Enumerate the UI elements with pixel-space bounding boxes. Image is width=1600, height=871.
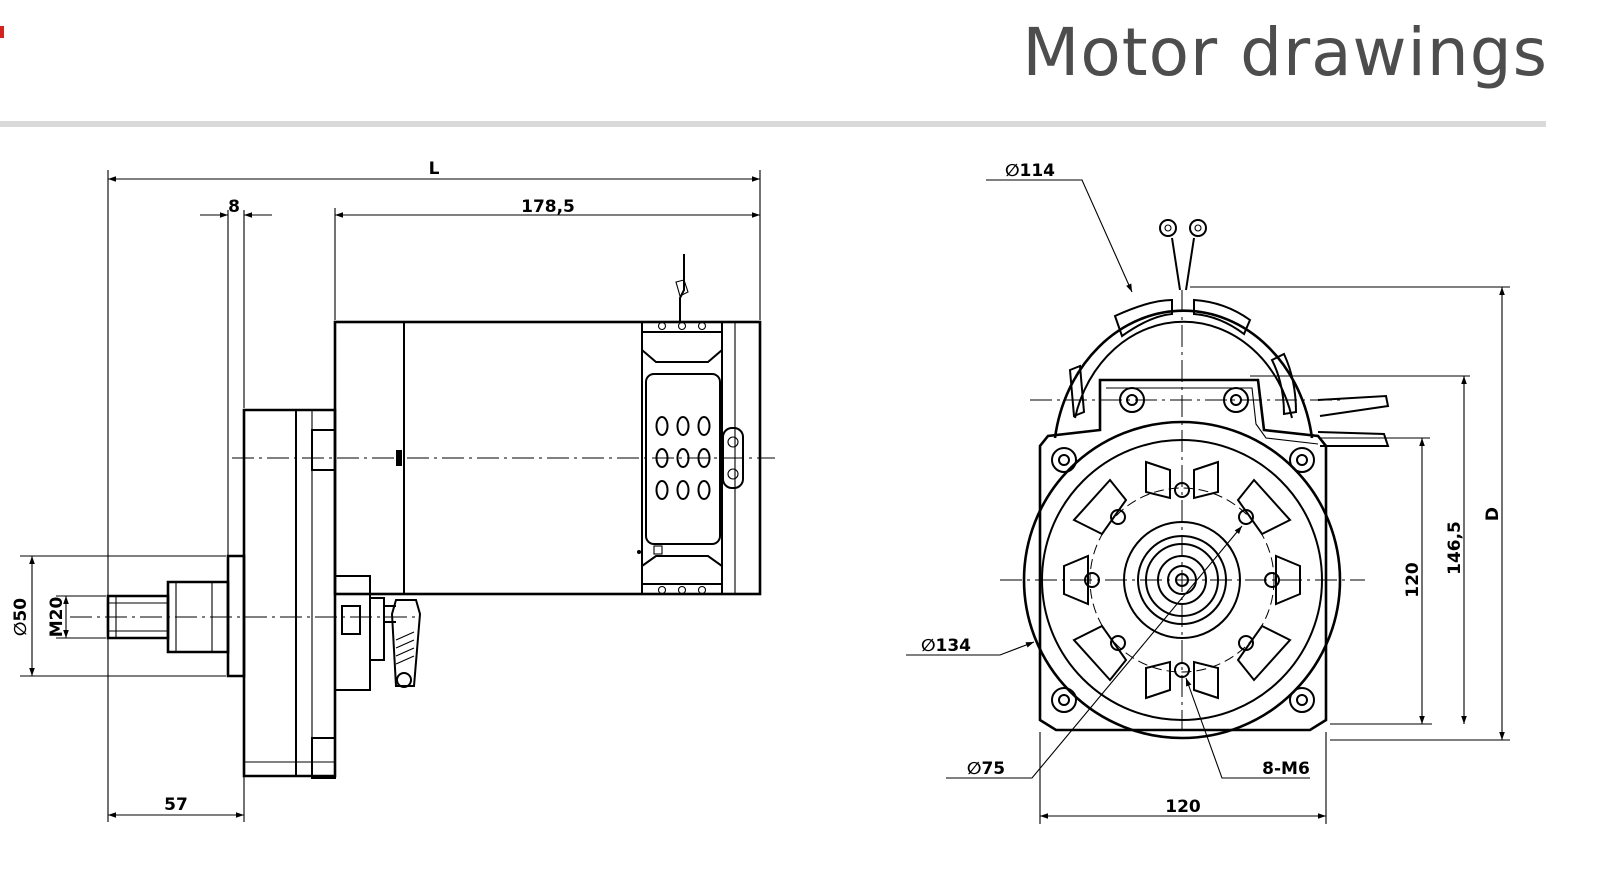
vent-holes bbox=[655, 416, 711, 500]
front-view: ∅114 ∅134 ∅75 8-M6 120 120 bbox=[906, 161, 1510, 824]
dim-overall-length: L bbox=[429, 159, 440, 179]
dim-overall-height: D bbox=[1483, 507, 1503, 521]
brand-accent-mark bbox=[0, 26, 4, 38]
dim-height-120: 120 bbox=[1403, 562, 1423, 598]
side-dimensions: L 178,5 8 57 ∅50 M20 bbox=[11, 159, 761, 822]
page-title: Motor drawings bbox=[1022, 14, 1548, 91]
gearbox-face bbox=[1022, 420, 1342, 740]
dim-flange-thickness: 8 bbox=[228, 197, 240, 217]
dim-width: 120 bbox=[1165, 797, 1201, 817]
mounting-flange bbox=[1038, 378, 1328, 732]
dim-pilot-diameter: ∅50 bbox=[11, 598, 31, 636]
front-dimensions: ∅114 ∅134 ∅75 8-M6 120 120 bbox=[906, 161, 1510, 824]
gearbox-pockets bbox=[1063, 460, 1301, 700]
gearbox bbox=[106, 408, 422, 779]
side-view: L 178,5 8 57 ∅50 M20 bbox=[11, 159, 775, 822]
motor-housing bbox=[1053, 219, 1390, 447]
header-divider bbox=[0, 121, 1546, 127]
dim-housing-diameter: ∅114 bbox=[1005, 161, 1055, 181]
dim-motor-length: 178,5 bbox=[521, 197, 575, 217]
dim-flange-diameter: ∅134 bbox=[921, 636, 971, 656]
motor-body bbox=[333, 254, 762, 596]
dim-threaded-holes: 8-M6 bbox=[1262, 759, 1310, 779]
dim-height-146: 146,5 bbox=[1445, 521, 1465, 575]
threaded-holes bbox=[1084, 482, 1280, 678]
dim-shaft-thread: M20 bbox=[47, 597, 67, 638]
dim-bolt-circle: ∅75 bbox=[967, 759, 1005, 779]
dim-shaft-length: 57 bbox=[164, 795, 188, 815]
